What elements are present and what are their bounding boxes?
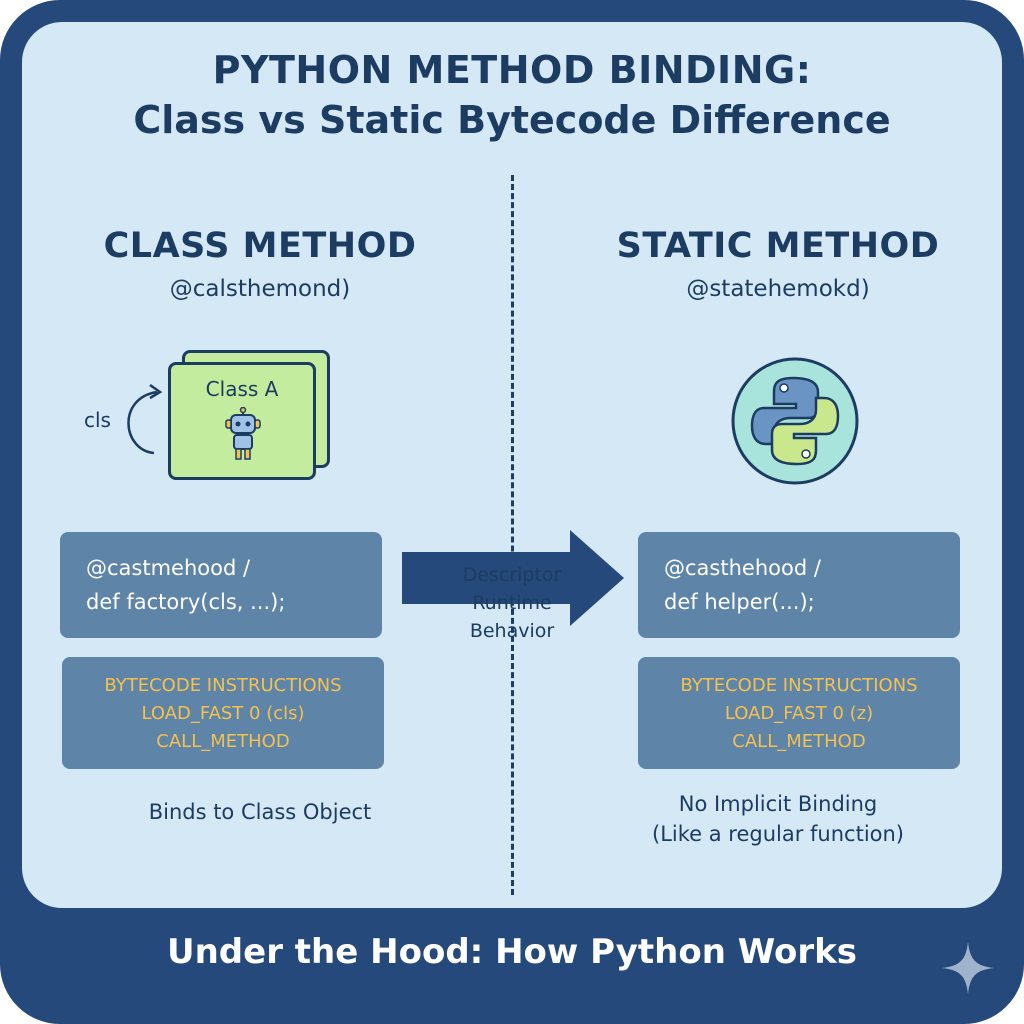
class-bytecode-line-2: CALL_METHOD <box>156 731 290 752</box>
class-bytecode-line-1: LOAD_FAST 0 (cls) <box>141 703 305 724</box>
class-code-line-1: @castmehood / <box>86 556 251 580</box>
title-line-2: Class vs Static Bytecode Difference <box>133 98 891 142</box>
static-bytecode-title: BYTECODE INSTRUCTIONS <box>680 675 918 696</box>
class-card-label: Class A <box>205 377 279 401</box>
static-bytecode-box: BYTECODE INSTRUCTIONS LOAD_FAST 0 (z) CA… <box>638 657 960 769</box>
static-bytecode-line-2: CALL_METHOD <box>732 731 866 752</box>
arrow-label-line-2: Runtime <box>472 592 552 614</box>
robot-icon <box>225 407 261 460</box>
static-code-line-1: @casthehood / <box>664 556 821 580</box>
class-card: Class A <box>168 362 316 480</box>
footer-caption: Under the Hood: How Python Works <box>166 932 857 972</box>
class-method-code-box: @castmehood / def factory(cls, ...); <box>60 532 382 638</box>
python-logo-icon <box>731 357 859 485</box>
cls-label: cls <box>84 408 111 432</box>
title-line-1: PYTHON METHOD BINDING: <box>212 48 812 92</box>
static-method-heading: STATIC METHOD <box>616 226 940 266</box>
static-bytecode-line-1: LOAD_FAST 0 (z) <box>724 703 874 724</box>
class-bytecode-title: BYTECODE INSTRUCTIONS <box>104 675 342 696</box>
arrow-label-line-3: Behavior <box>469 620 555 642</box>
static-method-decorator: @statehemokd) <box>686 276 870 302</box>
static-code-line-2: def helper(...); <box>664 590 815 614</box>
class-method-decorator: @calsthemond) <box>169 276 351 302</box>
class-method-heading: CLASS METHOD <box>103 226 417 266</box>
class-code-line-2: def factory(cls, ...); <box>86 590 286 614</box>
center-divider <box>511 175 514 895</box>
static-method-note-line-2: (Like a regular function) <box>652 822 904 846</box>
class-method-note: Binds to Class Object <box>148 800 372 824</box>
static-method-note-line-1: No Implicit Binding <box>678 792 878 816</box>
curved-arrow-icon <box>127 383 163 455</box>
right-arrow-icon <box>402 530 624 626</box>
arrow-label-line-1: Descriptor <box>462 564 562 586</box>
sparkle-icon <box>942 942 994 994</box>
class-bytecode-box: BYTECODE INSTRUCTIONS LOAD_FAST 0 (cls) … <box>62 657 384 769</box>
static-method-code-box: @casthehood / def helper(...); <box>638 532 960 638</box>
